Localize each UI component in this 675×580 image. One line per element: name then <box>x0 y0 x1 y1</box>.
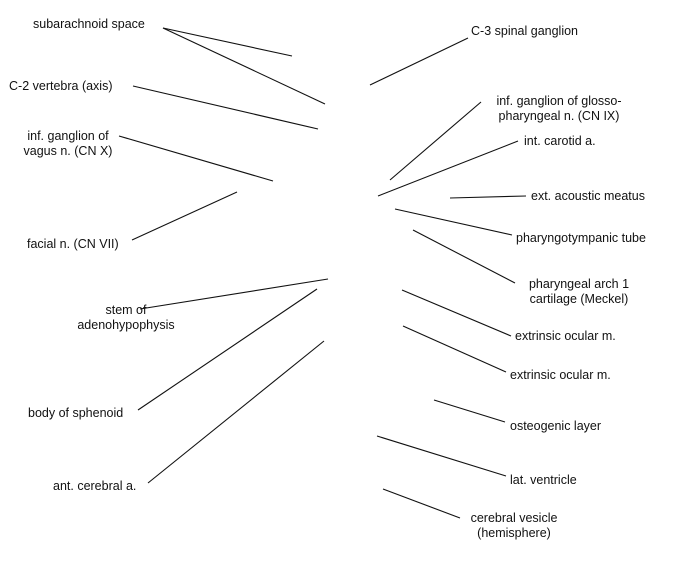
label-lat-ventricle: lat. ventricle <box>510 473 577 487</box>
leader-line-subarachnoid-space-b <box>162 27 326 105</box>
label-inf-ganglion-glosso: inf. ganglion of glosso- pharyngeal n. (… <box>496 94 622 123</box>
label-c3-spinal-ganglion: C-3 spinal ganglion <box>471 24 579 38</box>
label-c2-vertebra: C-2 vertebra (axis) <box>9 79 113 93</box>
leader-line-int-carotid-a <box>377 140 519 197</box>
label-stem-adenohypophysis: stem of adenohypophysis <box>77 303 175 332</box>
leader-line-osteogenic-layer <box>433 399 506 423</box>
leader-line-inf-ganglion-vagus <box>118 135 274 182</box>
leader-line-pharyngotympanic-tube <box>394 208 513 236</box>
label-ant-cerebral-a: ant. cerebral a. <box>53 479 137 493</box>
leader-line-c2-vertebra <box>132 85 319 130</box>
leader-line-inf-ganglion-glosso <box>389 101 482 181</box>
leader-line-extrinsic-ocular-m-1 <box>401 289 512 337</box>
label-inf-ganglion-vagus: inf. ganglion of vagus n. (CN X) <box>23 129 113 158</box>
leader-line-cerebral-vesicle <box>382 488 461 519</box>
label-ext-acoustic-meatus: ext. acoustic meatus <box>531 189 645 203</box>
label-facial-n: facial n. (CN VII) <box>27 237 119 251</box>
leader-line-lat-ventricle <box>376 435 507 477</box>
leader-line-stem-adenohypophysis <box>139 278 329 310</box>
leader-line-facial-n <box>131 191 238 241</box>
leader-line-body-sphenoid <box>137 288 318 411</box>
label-pharyngotympanic-tube: pharyngotympanic tube <box>516 231 646 245</box>
leader-line-extrinsic-ocular-m-2 <box>402 325 507 373</box>
leader-line-subarachnoid-space-a <box>162 27 293 57</box>
label-osteogenic-layer: osteogenic layer <box>510 419 602 433</box>
label-cerebral-vesicle: cerebral vesicle (hemisphere) <box>470 511 558 540</box>
label-extrinsic-ocular-m-2: extrinsic ocular m. <box>510 368 611 382</box>
label-body-sphenoid: body of sphenoid <box>28 406 124 420</box>
label-extrinsic-ocular-m-1: extrinsic ocular m. <box>515 329 616 343</box>
leader-line-c3-spinal-ganglion <box>369 37 469 86</box>
label-int-carotid-a: int. carotid a. <box>524 134 596 148</box>
leader-line-ext-acoustic-meatus <box>449 195 527 199</box>
leader-line-ant-cerebral-a <box>147 340 325 484</box>
leader-line-pharyngeal-arch-cartilage <box>412 229 516 284</box>
label-pharyngeal-arch-cartilage: pharyngeal arch 1 cartilage (Meckel) <box>528 277 630 306</box>
label-subarachnoid-space: subarachnoid space <box>33 17 145 31</box>
